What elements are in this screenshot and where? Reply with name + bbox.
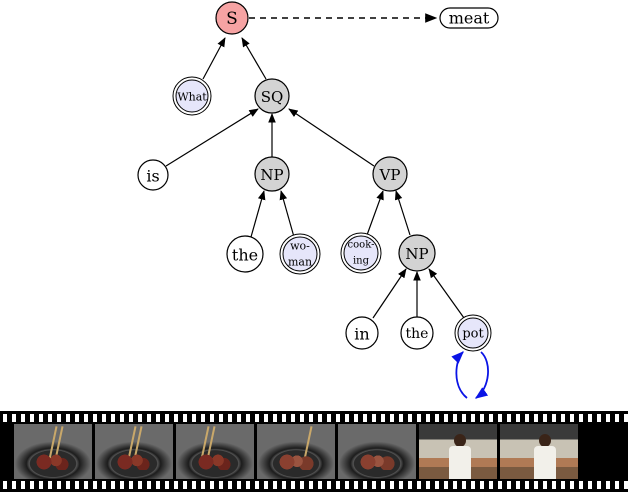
node-np1: NP xyxy=(254,156,290,192)
node-the2: the xyxy=(400,316,434,350)
node-in: in xyxy=(345,316,379,350)
node-sq-label: SQ xyxy=(261,88,284,106)
film-perforations-top xyxy=(0,414,628,422)
video-frame-6 xyxy=(419,424,497,479)
node-is-label: is xyxy=(146,167,159,186)
node-s-label: S xyxy=(226,9,238,29)
tree-edges xyxy=(165,13,465,319)
video-frame-3 xyxy=(176,424,254,479)
edge-np2-vp xyxy=(394,190,411,236)
video-frame-7 xyxy=(500,424,578,479)
edge-woman-np1 xyxy=(279,190,295,238)
video-frame-4 xyxy=(257,424,335,479)
filmstrip-frames xyxy=(14,424,578,479)
node-what: What xyxy=(172,76,212,116)
node-is: is xyxy=(137,159,169,191)
node-the1: the xyxy=(226,235,264,273)
node-np2: NP xyxy=(398,234,436,272)
edge-vp-sq xyxy=(288,108,375,167)
node-sq: SQ xyxy=(254,78,290,114)
edge-what-s xyxy=(202,37,226,80)
parse-tree: S meat What SQ is NP VP the wo- man cook… xyxy=(137,1,499,399)
node-cooking-label-2: ing xyxy=(353,256,370,267)
edge-is-sq xyxy=(165,108,259,167)
node-woman-label-1: wo- xyxy=(290,240,310,253)
film-perforations-bottom xyxy=(0,481,628,489)
edge-in-np2 xyxy=(372,268,407,319)
node-cooking: cook- ing xyxy=(340,232,382,274)
node-vp-label: VP xyxy=(379,166,401,184)
video-frame-5 xyxy=(338,424,416,479)
node-in-label: in xyxy=(354,325,369,344)
edge-the1-np1 xyxy=(250,190,266,238)
node-what-label: What xyxy=(177,91,207,104)
grounding-loop-arrow xyxy=(451,351,489,399)
node-pot: pot xyxy=(454,314,492,352)
node-vp: VP xyxy=(372,156,408,192)
node-np2-label: NP xyxy=(405,245,428,263)
video-filmstrip xyxy=(0,411,628,492)
node-woman: wo- man xyxy=(279,233,321,275)
node-the2-label: the xyxy=(406,326,429,342)
edge-cooking-vp xyxy=(366,190,384,236)
node-meat-label: meat xyxy=(449,9,490,28)
edge-sq-s xyxy=(241,37,267,80)
node-cooking-label-1: cook- xyxy=(348,240,375,251)
node-np1-label: NP xyxy=(260,166,283,184)
node-meat: meat xyxy=(439,7,499,29)
node-pot-label: pot xyxy=(462,327,484,342)
video-frame-2 xyxy=(95,424,173,479)
node-woman-label-2: man xyxy=(288,256,312,269)
node-the1-label: the xyxy=(232,246,258,265)
video-frame-1 xyxy=(14,424,92,479)
edge-pot-np2 xyxy=(428,268,465,319)
node-s: S xyxy=(215,1,249,35)
